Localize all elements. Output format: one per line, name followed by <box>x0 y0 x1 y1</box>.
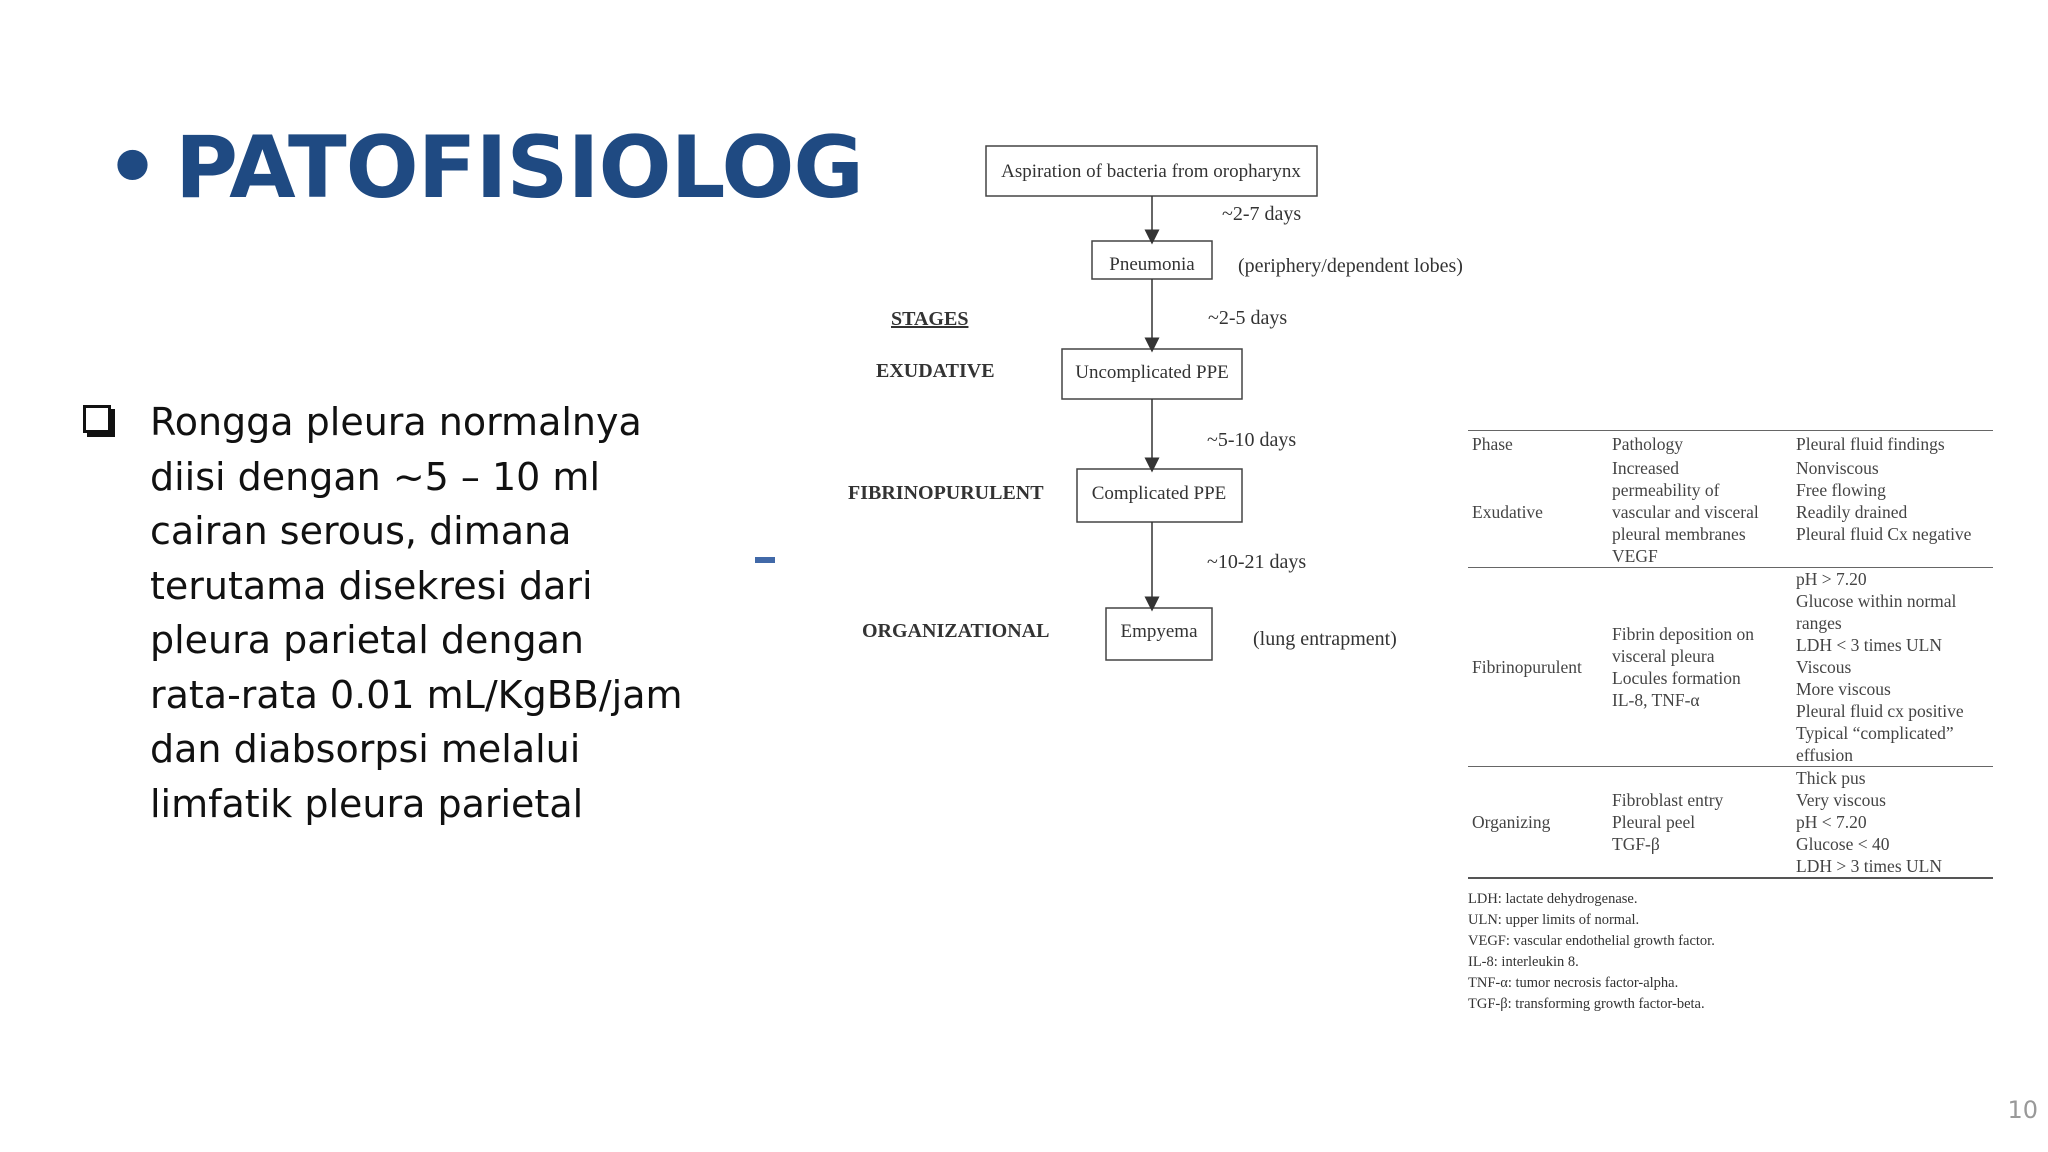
box-aspiration <box>985 145 1318 197</box>
stages-heading: STAGES <box>891 308 968 330</box>
pathology-line: vascular and visceral <box>1612 502 1759 522</box>
pathology-line: TGF-β <box>1612 834 1660 854</box>
footnote: VEGF: vascular endothelial growth factor… <box>1468 933 1715 949</box>
table-footnotes: LDH: lactate dehydrogenase. ULN: upper l… <box>1468 889 1993 1015</box>
footnote: IL-8: interleukin 8. <box>1468 954 1579 970</box>
pathology-cell: Fibrin deposition on visceral pleura Loc… <box>1612 568 1796 766</box>
finding-line: ranges <box>1796 613 1842 633</box>
phase-table: Phase Pathology Pleural fluid findings E… <box>1468 430 1993 1015</box>
findings-cell: Thick pus Very viscous pH < 7.20 Glucose… <box>1796 767 1993 877</box>
footnote: TNF-α: tumor necrosis factor-alpha. <box>1468 975 1679 991</box>
finding-line: LDH > 3 times ULN <box>1796 856 1942 876</box>
page-number: 10 <box>2007 1096 2038 1124</box>
finding-line: Thick pus <box>1796 768 1866 788</box>
body-text: Rongga pleura normalnya diisi dengan ~5 … <box>150 400 683 826</box>
footnote: ULN: upper limits of normal. <box>1468 912 1640 928</box>
pathology-line: Fibrin deposition on <box>1612 624 1754 644</box>
table-row-rule <box>1468 567 1993 568</box>
side-note-empyema: (lung entrapment) <box>1253 628 1397 650</box>
findings-cell: Nonviscous Free flowing Readily drained … <box>1796 457 1993 567</box>
interval-2: ~2-5 days <box>1208 307 1287 329</box>
header-pathology: Pathology <box>1612 434 1683 454</box>
box-aspiration-label: Aspiration of bacteria from oropharynx <box>1001 161 1301 182</box>
finding-line: More viscous <box>1796 679 1891 699</box>
phase-cell: Exudative <box>1472 501 1543 522</box>
table-row: Fibrinopurulent Fibrin deposition on vis… <box>1468 568 1993 766</box>
table-row: Organizing Fibroblast entry Pleural peel… <box>1468 767 1993 877</box>
pathology-line: Locules formation <box>1612 668 1741 688</box>
pathology-line: Increased <box>1612 458 1680 478</box>
finding-line: Pleural fluid cx positive <box>1796 701 1964 721</box>
pathology-line: Pleural peel <box>1612 812 1696 832</box>
stage-fibrinopurulent: FIBRINOPURULENT <box>848 482 1044 504</box>
pathology-cell: Fibroblast entry Pleural peel TGF-β <box>1612 767 1796 877</box>
interval-4: ~10-21 days <box>1207 551 1306 573</box>
phase-cell: Organizing <box>1472 811 1551 832</box>
finding-line: pH < 7.20 <box>1796 812 1867 832</box>
finding-line: Glucose < 40 <box>1796 834 1890 854</box>
finding-line: effusion <box>1796 745 1854 765</box>
title-bullet: • <box>105 118 160 218</box>
table-bottom-rule <box>1468 877 1993 879</box>
figure-area: Aspiration of bacteria from oropharynx P… <box>820 0 2048 1152</box>
table-row: Exudative Increased permeability of vasc… <box>1468 457 1993 567</box>
box-empyema-label: Empyema <box>1120 621 1198 642</box>
checkbox-bullet-icon <box>83 405 111 433</box>
pathology-line: visceral pleura <box>1612 646 1715 666</box>
box-complicated-ppe <box>1076 468 1243 523</box>
box-uncomplicated-label: Uncomplicated PPE <box>1075 362 1229 383</box>
pathology-line: VEGF <box>1612 546 1658 566</box>
finding-line: Pleural fluid Cx negative <box>1796 524 1972 544</box>
table-row-rule <box>1468 766 1993 767</box>
table-top-rule <box>1468 430 1993 431</box>
header-phase: Phase <box>1472 434 1513 454</box>
finding-line: Very viscous <box>1796 790 1886 810</box>
pathology-cell: Increased permeability of vascular and v… <box>1612 457 1796 567</box>
slide-title: •PATOFISIOLOG <box>105 118 864 218</box>
finding-line: LDH < 3 times ULN <box>1796 635 1942 655</box>
finding-line: Readily drained <box>1796 502 1908 522</box>
finding-line: Viscous <box>1796 657 1852 677</box>
box-empyema <box>1105 607 1213 661</box>
title-text: PATOFISIOLOG <box>175 118 864 218</box>
footnote: TGF-β: transforming growth factor-beta. <box>1468 996 1705 1012</box>
pathology-line: IL-8, TNF-α <box>1612 690 1700 710</box>
pathology-line: pleural membranes <box>1612 524 1746 544</box>
flow-diagram: Aspiration of bacteria from oropharynx P… <box>848 145 1463 661</box>
box-complicated-label: Complicated PPE <box>1092 483 1227 504</box>
accent-dash <box>755 557 775 563</box>
interval-3: ~5-10 days <box>1207 429 1296 451</box>
finding-line: Nonviscous <box>1796 458 1879 478</box>
finding-line: Free flowing <box>1796 480 1886 500</box>
box-uncomplicated-ppe <box>1061 348 1243 400</box>
pathology-line: Fibroblast entry <box>1612 790 1724 810</box>
stage-exudative: EXUDATIVE <box>876 360 995 382</box>
table-header-row: Phase Pathology Pleural fluid findings <box>1468 431 1993 457</box>
pathology-line: permeability of <box>1612 480 1720 500</box>
findings-cell: pH > 7.20 Glucose within normal ranges L… <box>1796 568 1993 766</box>
box-pneumonia-label: Pneumonia <box>1109 254 1195 275</box>
interval-1: ~2-7 days <box>1222 203 1301 225</box>
footnote: LDH: lactate dehydrogenase. <box>1468 891 1638 907</box>
finding-line: Typical “complicated” <box>1796 723 1954 743</box>
header-findings: Pleural fluid findings <box>1796 434 1945 454</box>
stage-organizational: ORGANIZATIONAL <box>862 620 1049 642</box>
finding-line: pH > 7.20 <box>1796 569 1867 589</box>
finding-line: Glucose within normal <box>1796 591 1957 611</box>
body-paragraph: Rongga pleura normalnya diisi dengan ~5 … <box>83 395 683 831</box>
phase-cell: Fibrinopurulent <box>1472 656 1582 677</box>
side-note-pneumonia: (periphery/dependent lobes) <box>1238 255 1463 277</box>
